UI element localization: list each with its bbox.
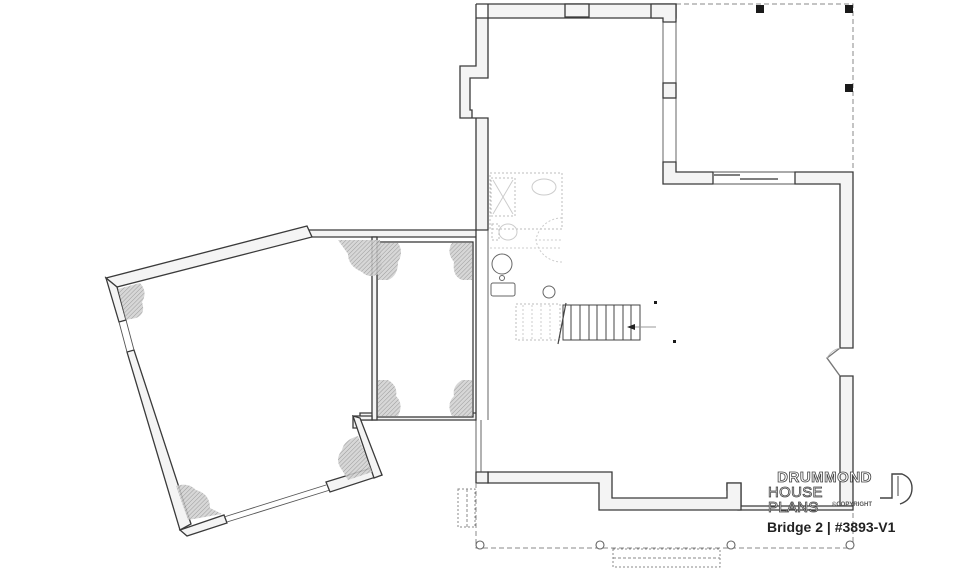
d-monogram-icon — [880, 473, 913, 505]
porch-column — [845, 540, 855, 550]
porch-column — [726, 540, 736, 550]
plan-title: Bridge 2 | #3893-V1 — [767, 519, 896, 535]
porch-column — [475, 540, 485, 550]
bathroom — [489, 172, 563, 263]
brand-name-line1: DRUMMOND — [777, 469, 872, 486]
porch-post — [845, 5, 853, 13]
porch-post — [756, 5, 764, 13]
covered-porch — [676, 3, 854, 170]
brand-name-line2: HOUSE PLANS — [768, 484, 823, 516]
front-porch — [457, 483, 855, 568]
connector-walls — [304, 229, 477, 429]
mechanical — [490, 253, 556, 299]
angled-room — [104, 225, 383, 537]
brand-logo: DRUMMOND HOUSE PLANS ©COPYRIGHT — [768, 470, 918, 520]
main-house-walls — [459, 3, 854, 511]
copyright-label: ©COPYRIGHT — [831, 502, 872, 508]
porch-column — [595, 540, 605, 550]
porch-post — [845, 84, 853, 92]
stairs — [515, 301, 676, 345]
